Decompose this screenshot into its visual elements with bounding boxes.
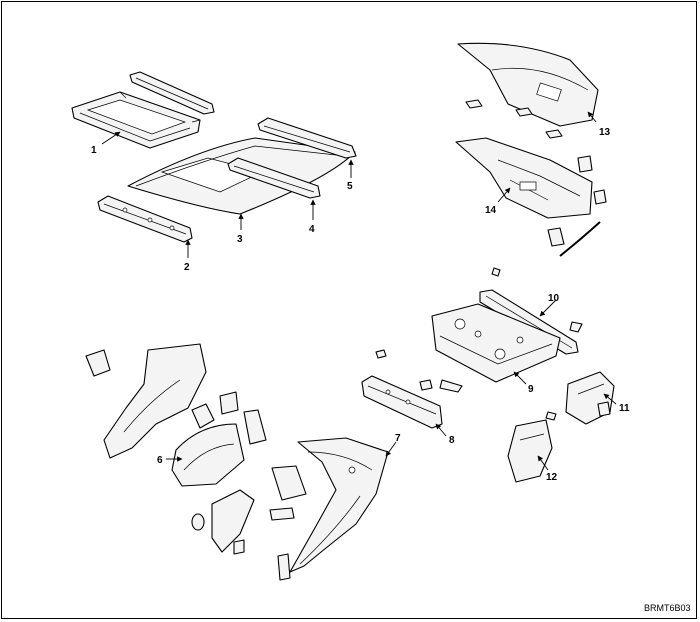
callout-1: 1	[91, 145, 97, 156]
front-roof-rail-part	[97, 195, 193, 243]
callout-12: 12	[546, 472, 558, 483]
callout-11: 11	[619, 403, 630, 414]
callout-6: 6	[157, 455, 163, 466]
rear-roof-rail-part	[227, 157, 321, 199]
quarter-inner-part	[85, 343, 267, 555]
callout-2: 2	[184, 262, 190, 273]
trunk-lid-part	[457, 42, 599, 139]
callout-10: 10	[548, 293, 560, 304]
roof-frame-part	[71, 71, 215, 149]
quarter-outer-part	[269, 437, 389, 581]
trunk-lid-inner-part	[455, 137, 607, 257]
roof-side-rail-part	[257, 117, 357, 159]
wheelhouse-extension-part	[565, 371, 615, 425]
callout-8: 8	[449, 435, 455, 446]
callout-9: 9	[528, 384, 534, 395]
side-bracket-part	[507, 411, 557, 483]
figure-code: BRMT6B03	[644, 603, 691, 613]
cross-member-part	[361, 349, 463, 429]
callout-7: 7	[395, 433, 401, 444]
callout-14: 14	[485, 205, 497, 216]
package-tray-part	[431, 303, 561, 383]
callout-13: 13	[599, 127, 611, 138]
callout-3: 3	[237, 234, 243, 245]
callout-4: 4	[309, 224, 315, 235]
leader-lines	[101, 111, 617, 471]
callout-5: 5	[347, 181, 353, 192]
roof-panel-part	[127, 137, 356, 215]
